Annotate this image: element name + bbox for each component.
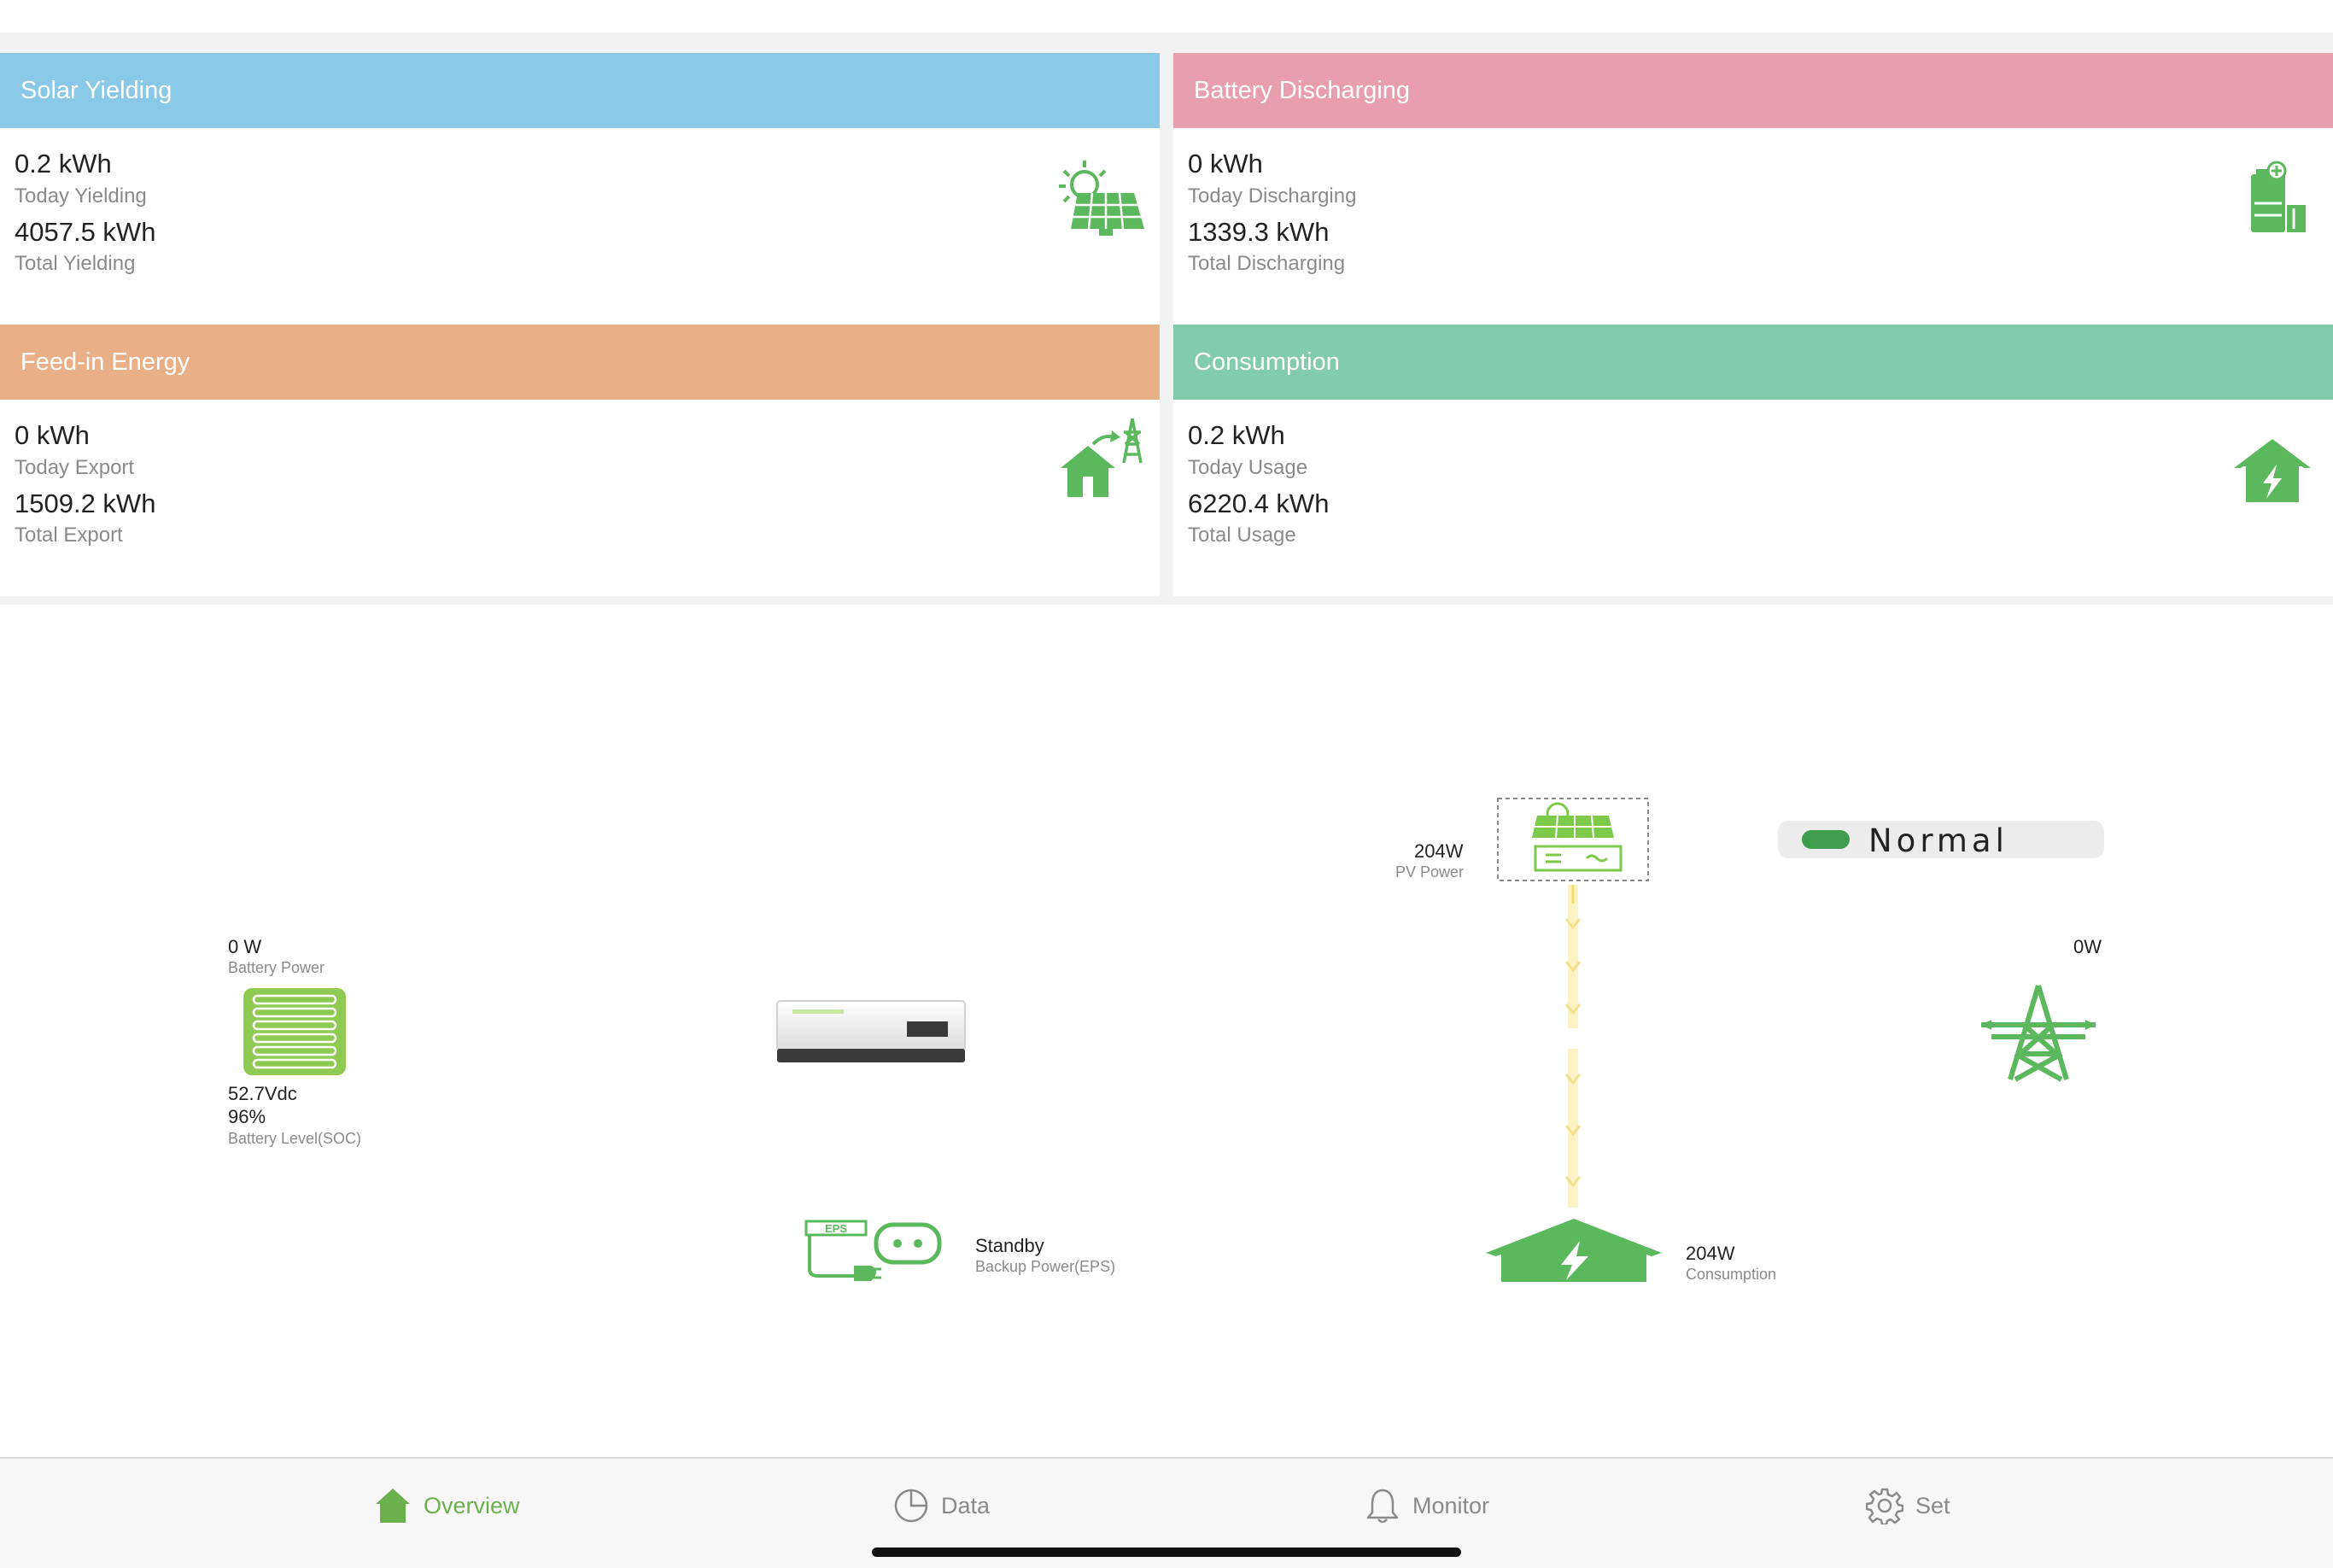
gear-icon bbox=[1866, 1488, 1903, 1524]
tab-data-label: Data bbox=[941, 1492, 991, 1518]
battery-power-label: Battery Power bbox=[228, 959, 325, 976]
solar-yielding-card[interactable]: Solar Yielding 0.2 kWh Today Yielding 40… bbox=[0, 53, 1160, 325]
pv-power-label: PV Power bbox=[1395, 863, 1465, 881]
flow-arrow-pv-to-inverter bbox=[1564, 885, 1582, 1028]
battery-soc-cell bbox=[252, 1007, 337, 1018]
consumption-card[interactable]: Consumption 0.2 kWh Today Usage 6220.4 k… bbox=[1173, 325, 2333, 596]
today-discharging-label: Today Discharging bbox=[1188, 184, 1357, 208]
battery-soc-value: 96% bbox=[228, 1106, 266, 1127]
tab-monitor-label: Monitor bbox=[1412, 1492, 1490, 1518]
house-grid-icon bbox=[1061, 418, 1143, 497]
battery-power-value: 0 W bbox=[228, 936, 262, 957]
battery-icon bbox=[2251, 161, 2306, 232]
home-indicator bbox=[872, 1548, 1461, 1557]
tab-data[interactable]: Data bbox=[893, 1484, 990, 1527]
eps-outlet-icon[interactable]: EPS bbox=[803, 1218, 944, 1286]
total-export-value: 1509.2 kWh bbox=[15, 489, 156, 518]
battery-voltage: 52.7Vdc bbox=[228, 1083, 297, 1104]
battery-soc-cell bbox=[252, 994, 337, 1005]
bell-icon bbox=[1366, 1489, 1399, 1524]
battery-discharging-card[interactable]: Battery Discharging 0 kWh Today Discharg… bbox=[1173, 53, 2333, 325]
battery-discharging-title: Battery Discharging bbox=[1173, 53, 2333, 128]
total-discharging-value: 1339.3 kWh bbox=[1188, 217, 1330, 247]
pv-array-icon[interactable] bbox=[1496, 797, 1650, 882]
today-yielding-value: 0.2 kWh bbox=[15, 149, 112, 178]
consumption-power-value: 204W bbox=[1686, 1243, 1735, 1264]
home-icon bbox=[376, 1489, 410, 1523]
total-yielding-value: 4057.5 kWh bbox=[15, 217, 156, 247]
battery-soc-cell bbox=[252, 1045, 337, 1056]
tab-set[interactable]: Set bbox=[1866, 1484, 1950, 1527]
today-discharging-value: 0 kWh bbox=[1188, 149, 1263, 178]
today-export-value: 0 kWh bbox=[15, 420, 90, 450]
feed-in-energy-title: Feed-in Energy bbox=[0, 325, 1160, 400]
solar-yielding-title: Solar Yielding bbox=[0, 53, 1160, 128]
house-bolt-icon bbox=[2234, 439, 2311, 502]
consumption-power-label: Consumption bbox=[1686, 1266, 1777, 1283]
feed-in-energy-card[interactable]: Feed-in Energy 0 kWh Today Export 1509.2… bbox=[0, 325, 1160, 596]
top-bar bbox=[0, 0, 2333, 32]
battery-soc-cell bbox=[252, 1033, 337, 1044]
today-usage-label: Today Usage bbox=[1188, 456, 1308, 479]
battery-pack-icon[interactable] bbox=[242, 985, 348, 1077]
bottom-tab-bar: Overview Data Monitor Set bbox=[0, 1457, 2333, 1568]
total-discharging-label: Total Discharging bbox=[1188, 252, 1346, 275]
today-usage-value: 0.2 kWh bbox=[1188, 420, 1285, 450]
energy-flow-diagram: 0 W Battery Power 52.7Vdc 96% Battery Le… bbox=[0, 605, 2333, 1457]
grid-tower-icon[interactable] bbox=[1974, 980, 2102, 1083]
pv-power-value: 204W bbox=[1414, 840, 1464, 862]
solar-panel-icon bbox=[1059, 161, 1144, 236]
total-usage-value: 6220.4 kWh bbox=[1188, 489, 1330, 518]
eps-status-label: Backup Power(EPS) bbox=[975, 1258, 1116, 1275]
today-yielding-label: Today Yielding bbox=[15, 184, 147, 208]
grid-power-value: 0W bbox=[2073, 936, 2102, 957]
total-yielding-label: Total Yielding bbox=[15, 252, 136, 275]
battery-soc-cell bbox=[252, 1020, 337, 1031]
tab-overview-label: Overview bbox=[424, 1492, 520, 1518]
battery-soc-label: Battery Level(SOC) bbox=[228, 1130, 362, 1147]
eps-badge-text: EPS bbox=[825, 1222, 847, 1235]
tab-overview[interactable]: Overview bbox=[374, 1484, 520, 1527]
total-export-label: Total Export bbox=[15, 524, 123, 547]
consumption-title: Consumption bbox=[1173, 325, 2333, 400]
tab-monitor[interactable]: Monitor bbox=[1365, 1484, 1489, 1527]
battery-soc-cell bbox=[252, 1058, 337, 1069]
system-status-indicator: Normal bbox=[1778, 821, 2104, 859]
tab-set-label: Set bbox=[1915, 1492, 1950, 1518]
status-dot bbox=[1802, 830, 1850, 849]
flow-arrow-inverter-to-home bbox=[1564, 1049, 1582, 1208]
inverter-icon[interactable] bbox=[775, 999, 967, 1064]
today-export-label: Today Export bbox=[15, 456, 135, 479]
pie-chart-icon bbox=[894, 1489, 928, 1523]
total-usage-label: Total Usage bbox=[1188, 524, 1296, 547]
status-text: Normal bbox=[1868, 822, 2008, 859]
eps-status-value: Standby bbox=[975, 1235, 1044, 1256]
home-consumption-icon[interactable] bbox=[1484, 1215, 1664, 1284]
